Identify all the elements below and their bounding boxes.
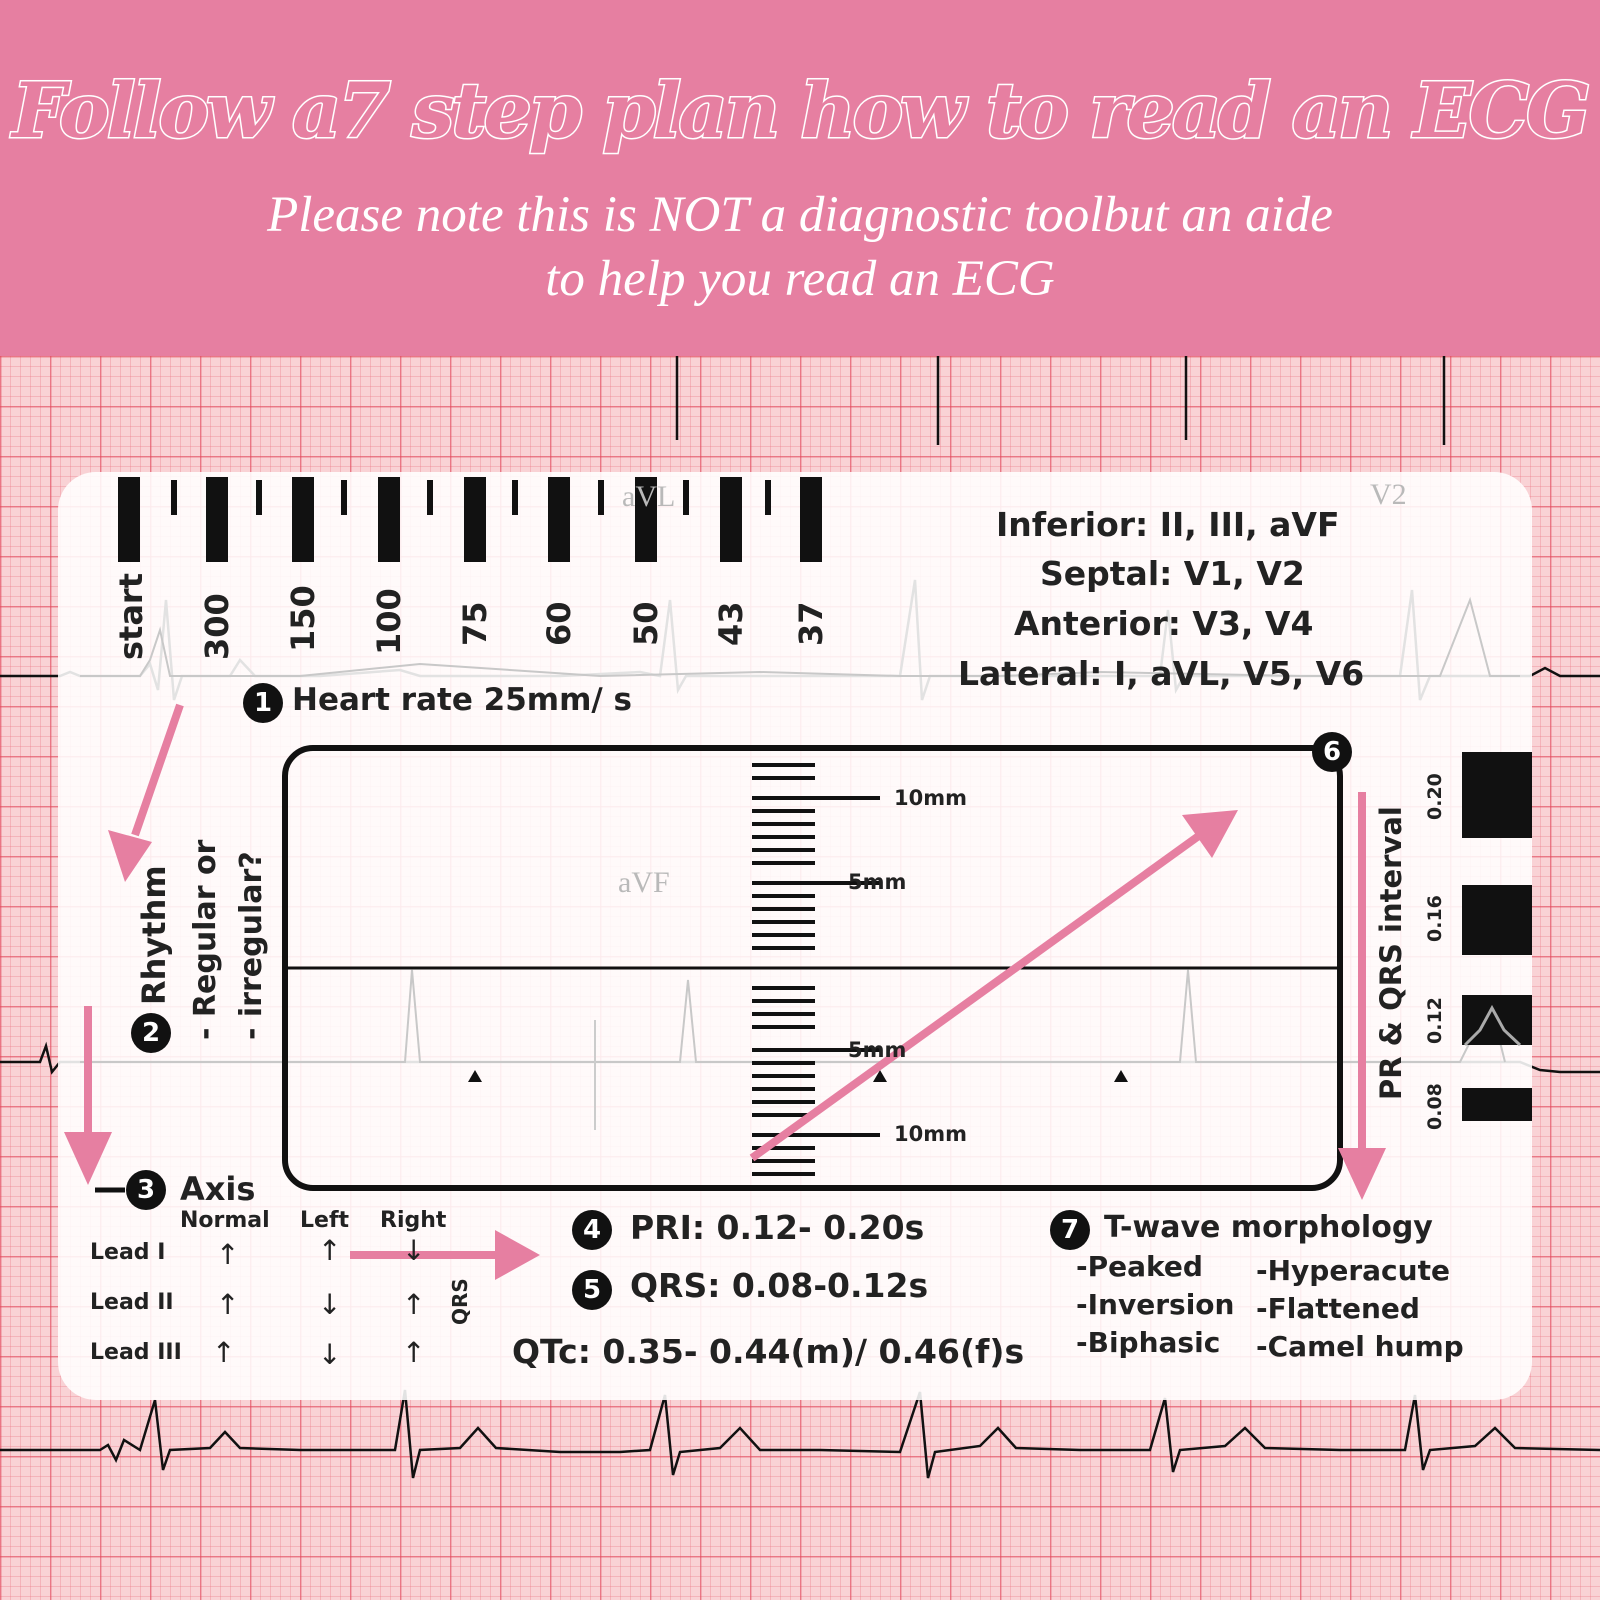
ruler-tick	[512, 480, 518, 515]
arrow-step5-to-6	[749, 831, 1203, 1162]
axis-col-left: Left	[300, 1208, 350, 1233]
qrs-tag: QRS	[448, 1278, 472, 1325]
faint-trace-top	[80, 596, 1520, 678]
ruler-label-100: 100	[370, 588, 408, 655]
ruler-label-start: start	[112, 572, 150, 660]
ecg-trace-lower	[0, 1389, 1600, 1479]
interval-title: PR & QRS interval	[1374, 806, 1408, 1100]
scale-label-10mm-bottom: 10mm	[894, 1122, 967, 1146]
ghost-lead-avl: aVL	[622, 480, 676, 513]
step-4-badge: 4	[572, 1210, 612, 1250]
step-3-axis-title: Axis	[180, 1170, 256, 1208]
ruler-label-43: 43	[712, 601, 750, 646]
axis-lead-iii-left-arrow: ↓	[318, 1338, 342, 1371]
step-6-badge: 6	[1312, 732, 1352, 772]
axis-row-lead-iii: Lead III	[90, 1340, 182, 1365]
step-1-badge: 1	[243, 683, 283, 723]
ruler-tick	[427, 480, 433, 515]
axis-col-normal: Normal	[180, 1208, 270, 1233]
step-1-heart-rate: Heart rate 25mm/ s	[292, 682, 632, 718]
interval-block-008	[1462, 1088, 1532, 1121]
arrow-step1-to-2	[131, 703, 184, 837]
axis-row-lead-i: Lead I	[90, 1240, 166, 1265]
interval-mark-012: 0.12	[1424, 997, 1446, 1044]
disclaimer-line-1: Please note this is NOT a diagnostic too…	[267, 187, 1333, 243]
page-title: Follow a7 step plan how to read an ECG	[11, 65, 1593, 157]
axis-lead-ii-normal-arrow: ↑	[216, 1288, 240, 1321]
ruler-label-75: 75	[456, 601, 494, 646]
ruler-label-300: 300	[198, 593, 236, 660]
interval-blocks	[1462, 752, 1532, 1121]
ruler-tick	[171, 480, 177, 515]
twave-biphasic: -Biphasic	[1076, 1326, 1221, 1359]
lead-group-inferior: Inferior: II, III, aVF	[996, 505, 1340, 544]
ruler-tick	[598, 480, 604, 515]
twave-hyperacute: -Hyperacute	[1256, 1254, 1450, 1287]
ruler-label-60: 60	[540, 601, 578, 646]
step-2-irregular: - irregular?	[234, 851, 269, 1040]
twave-camel-hump: -Camel hump	[1256, 1330, 1464, 1363]
interval-mark-020: 0.20	[1424, 773, 1446, 820]
ruler-bar-60	[548, 477, 570, 562]
ruler-bar-300	[206, 477, 228, 562]
disclaimer-line-2: to help you read an ECG	[545, 251, 1055, 307]
scale-label-5mm-upper: 5mm	[848, 870, 907, 894]
lead-group-septal: Septal: V1, V2	[1040, 554, 1305, 593]
title-banner	[0, 0, 1600, 356]
ruler-tick	[341, 480, 347, 515]
ruler-bar-75	[464, 477, 486, 562]
twave-inversion: -Inversion	[1076, 1288, 1235, 1321]
ruler-bar-150	[292, 477, 314, 562]
axis-lead-ii-left-arrow: ↓	[318, 1288, 342, 1321]
ruler-bar-100	[378, 477, 400, 562]
axis-col-right: Right	[380, 1208, 447, 1233]
axis-lead-i-left-arrow: ↑	[318, 1234, 342, 1267]
step-2-regular: - Regular or	[188, 839, 223, 1040]
lead-group-anterior: Anterior: V3, V4	[1014, 604, 1314, 643]
interval-mark-016: 0.16	[1424, 895, 1446, 942]
ruler-bar-43	[720, 477, 742, 562]
axis-row-lead-ii: Lead II	[90, 1290, 174, 1315]
lead-group-lateral: Lateral: I, aVL, V5, V6	[958, 654, 1365, 693]
step-4-pri: PRI: 0.12- 0.20s	[630, 1208, 925, 1247]
ghost-lead-avf: aVF	[618, 866, 670, 899]
qtc-range: QTc: 0.35- 0.44(m)/ 0.46(f)s	[512, 1332, 1025, 1371]
ruler-label-150: 150	[284, 585, 322, 652]
scale-label-10mm-top: 10mm	[894, 786, 967, 810]
interval-mark-008: 0.08	[1424, 1083, 1446, 1130]
interval-block-016	[1462, 885, 1532, 955]
axis-lead-i-right-arrow: ↓	[402, 1234, 426, 1267]
interval-block-020	[1462, 752, 1532, 838]
step-7-badge: 7	[1050, 1210, 1090, 1250]
step-7-title: T-wave morphology	[1104, 1210, 1433, 1245]
interval-peak-curve	[1463, 1004, 1522, 1047]
step-2-badge: 2	[131, 1013, 171, 1053]
ruler-bar-50	[635, 477, 657, 562]
ruler-label-37: 37	[792, 601, 830, 646]
step-3-badge: 3	[126, 1170, 166, 1210]
step-5-qrs: QRS: 0.08-0.12s	[630, 1266, 929, 1305]
ruler-bar-37	[800, 477, 822, 562]
measure-box	[282, 745, 1343, 1191]
ghost-lead-v2: V2	[1370, 478, 1407, 511]
step-5-badge: 5	[572, 1270, 612, 1310]
step-2-rhythm-title: Rhythm	[135, 865, 173, 1005]
ruler-tick	[683, 480, 689, 515]
scale-label-5mm-lower: 5mm	[848, 1038, 907, 1062]
ruler-label-50: 50	[627, 601, 665, 646]
axis-lead-ii-right-arrow: ↑	[402, 1288, 426, 1321]
twave-flattened: -Flattened	[1256, 1292, 1420, 1325]
axis-lead-iii-normal-arrow: ↑	[212, 1336, 236, 1369]
ruler-tick	[765, 480, 771, 515]
axis-lead-iii-right-arrow: ↑	[402, 1336, 426, 1369]
twave-peaked: -Peaked	[1076, 1250, 1203, 1283]
axis-lead-i-normal-arrow: ↑	[216, 1238, 240, 1271]
ruler-bar-start	[118, 477, 140, 562]
ruler-tick	[256, 480, 262, 515]
